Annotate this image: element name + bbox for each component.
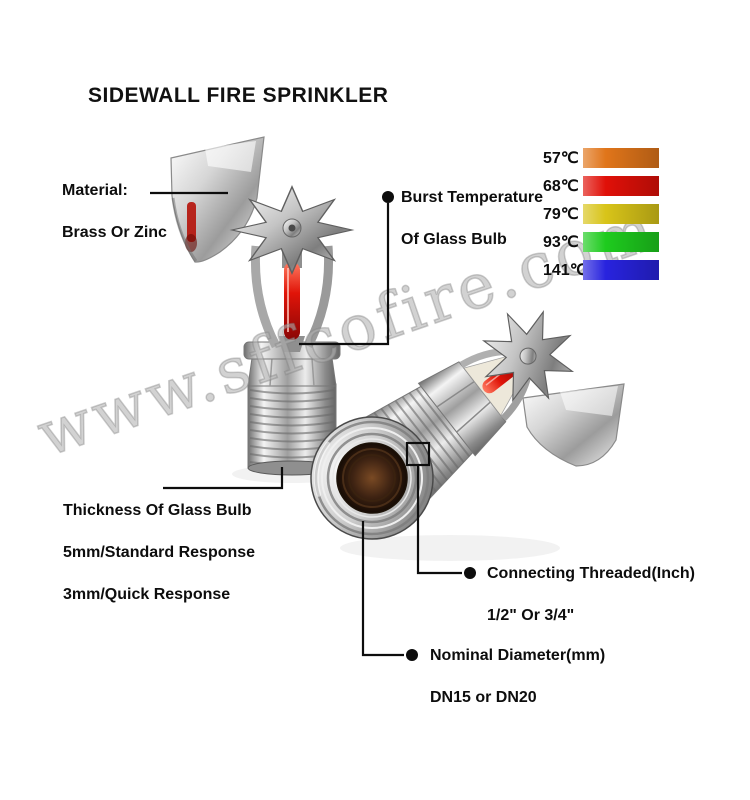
legend-temp-label: 57℃: [543, 150, 579, 167]
open-thread-end: [310, 416, 434, 540]
sidewall-sprinkler: [310, 310, 625, 561]
burst-marker-dot: [382, 191, 394, 203]
sidewall-escutcheon-plate: [522, 383, 625, 467]
legend-color-bar: [583, 148, 659, 168]
annotation-thickness-line1: Thickness Of Glass Bulb: [63, 502, 252, 519]
thickness-connector-line: [163, 467, 284, 490]
annotation-thickness-line2: 5mm/Standard Response: [63, 544, 256, 561]
annotation-nominal-line1: Nominal Diameter(mm): [430, 647, 606, 664]
connecting-connector-line: [416, 465, 462, 575]
connecting-marker-dot: [464, 567, 476, 579]
annotation-material-line2: Brass Or Zinc: [62, 224, 167, 241]
annotation-burst-line2: Of Glass Bulb: [401, 231, 507, 248]
page-title: SIDEWALL FIRE SPRINKLER: [88, 84, 389, 107]
legend-color-bar: [583, 204, 659, 224]
sidewall-shadow: [340, 535, 560, 561]
legend-color-bar: [583, 260, 659, 280]
annotation-thickness: Thickness Of Glass Bulb 5mm/Standard Res…: [63, 501, 255, 627]
legend-row: 93℃: [543, 232, 659, 252]
legend-row: 57℃: [543, 148, 659, 168]
thread-bore: [336, 442, 408, 514]
temperature-legend: 57℃ 68℃ 79℃ 93℃ 141℃: [543, 148, 659, 288]
annotation-connecting-line2: 1/2" Or 3/4": [487, 607, 575, 624]
bulb-seat: [279, 336, 305, 352]
legend-row: 79℃: [543, 204, 659, 224]
upright-sprinkler: [170, 136, 355, 483]
annotation-thickness-line3: 3mm/Quick Response: [63, 586, 231, 603]
nominal-marker-dot: [406, 649, 418, 661]
legend-color-bar: [583, 176, 659, 196]
annotation-connecting-thread: Connecting Threaded(Inch) 1/2" Or 3/4": [487, 564, 695, 648]
legend-temp-label: 68℃: [543, 178, 579, 195]
annotation-material-line1: Material:: [62, 182, 128, 199]
sidewall-hub-screw: [519, 347, 537, 365]
glass-bulb: [284, 262, 300, 340]
nominal-connector-line: [361, 521, 404, 657]
legend-temp-label: 79℃: [543, 206, 579, 223]
annotation-burst-line1: Burst Temperature: [401, 189, 543, 206]
legend-color-bar: [583, 232, 659, 252]
thread-marker-square: [405, 441, 431, 467]
hub-screw-center: [288, 224, 296, 232]
annotation-burst-temperature: Burst Temperature Of Glass Bulb: [401, 188, 543, 272]
legend-temp-label: 141℃: [543, 262, 588, 279]
annotation-material: Material: Brass Or Zinc: [62, 181, 167, 265]
legend-row: 141℃: [543, 260, 659, 280]
burst-connector-line: [299, 203, 390, 346]
annotation-connecting-line1: Connecting Threaded(Inch): [487, 565, 695, 582]
annotation-nominal-diameter: Nominal Diameter(mm) DN15 or DN20: [430, 646, 605, 730]
annotation-nominal-line2: DN15 or DN20: [430, 689, 537, 706]
legend-temp-label: 93℃: [543, 234, 579, 251]
legend-row: 68℃: [543, 176, 659, 196]
